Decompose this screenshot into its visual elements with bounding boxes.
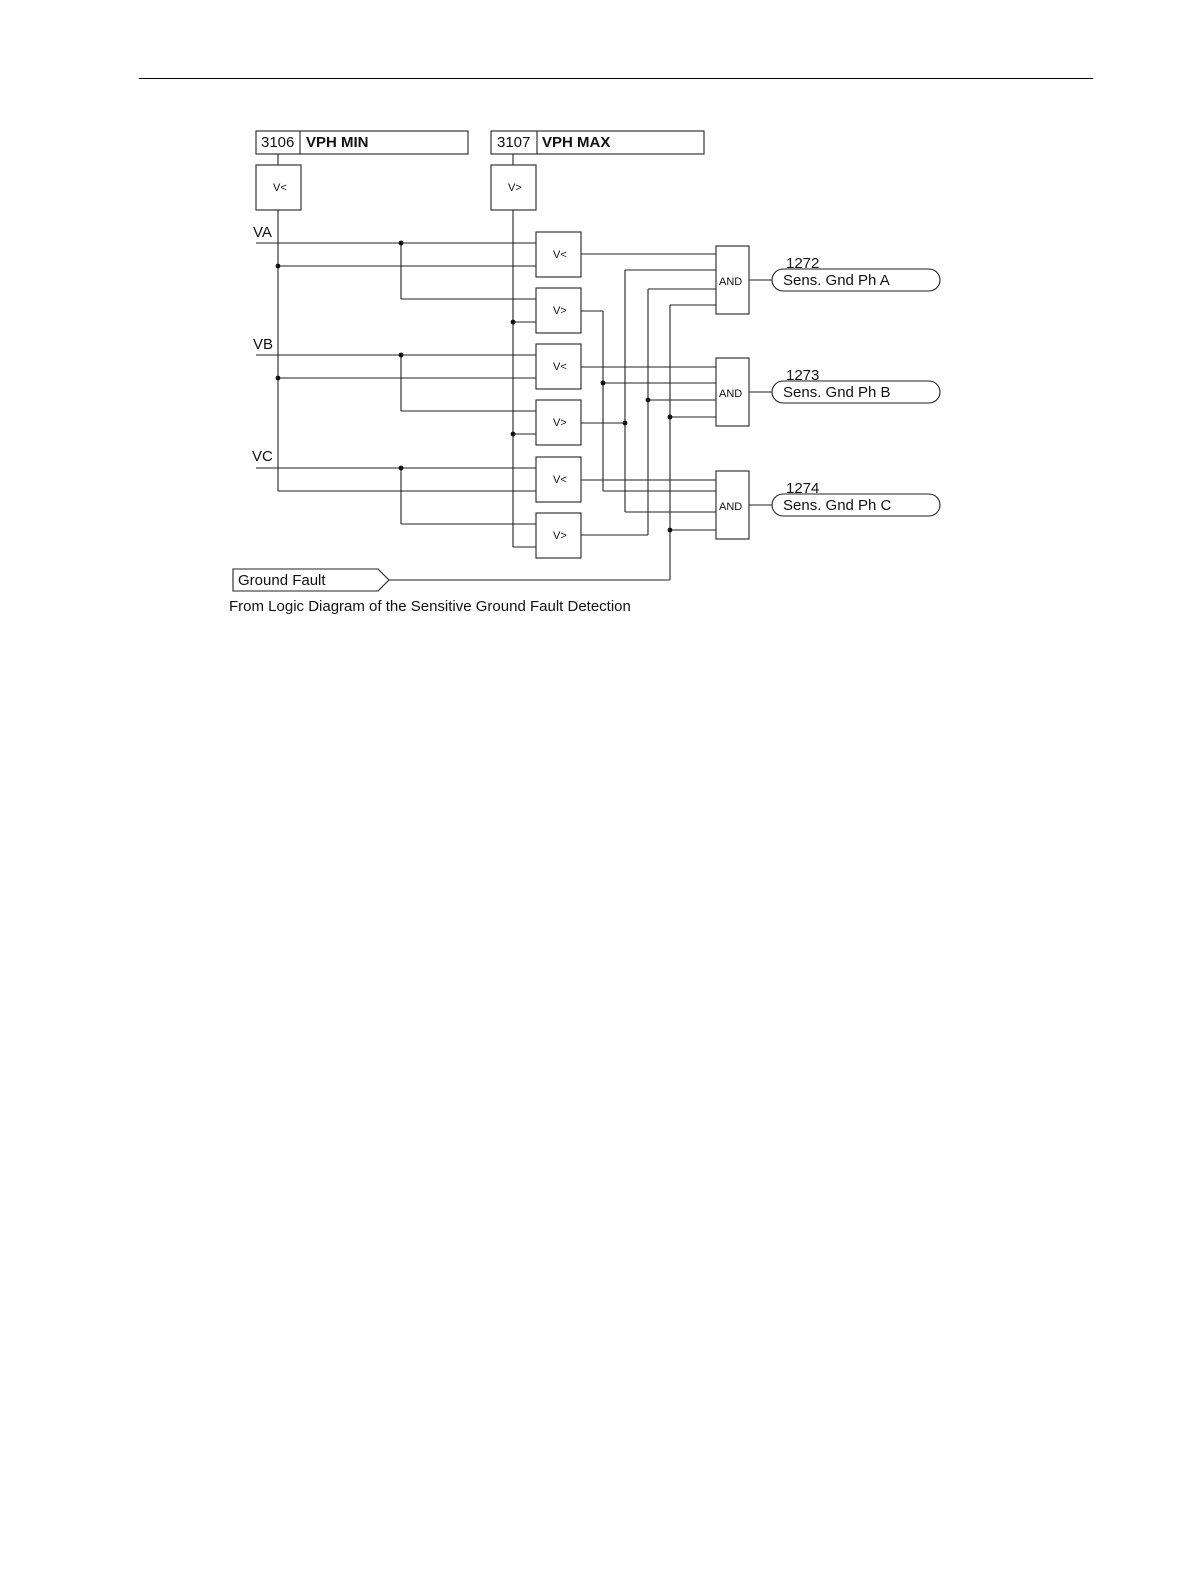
svg-text:AND: AND	[719, 501, 742, 513]
output-sens-gnd-ph-b: 1273 Sens. Gnd Ph B	[772, 367, 940, 403]
svg-text:V>: V>	[553, 305, 567, 317]
svg-text:V<: V<	[553, 361, 567, 373]
comparator-c-over: V>	[536, 513, 581, 558]
svg-text:V>: V>	[553, 530, 567, 542]
output-label: Sens. Gnd Ph B	[783, 384, 891, 401]
output-label: Sens. Gnd Ph A	[783, 272, 890, 289]
and-gate-b: AND	[716, 358, 749, 426]
input-label-vc: VC	[252, 448, 273, 465]
phase-c-wiring	[256, 466, 536, 547]
comparator-a-under: V<	[536, 232, 581, 277]
output-number: 1273	[786, 367, 819, 384]
and-gate-a: AND	[716, 246, 749, 314]
output-label: Sens. Gnd Ph C	[783, 497, 892, 514]
input-label-va: VA	[253, 224, 272, 241]
output-number: 1274	[786, 480, 819, 497]
svg-text:AND: AND	[719, 276, 742, 288]
param-label: VPH MAX	[542, 134, 610, 151]
ground-fault-label: Ground Fault	[238, 572, 326, 589]
comparator-output-wiring	[581, 254, 716, 580]
output-number: 1272	[786, 255, 819, 272]
ground-fault-source-note: From Logic Diagram of the Sensitive Grou…	[229, 598, 631, 615]
comparator-c-under: V<	[536, 457, 581, 502]
param-vph-max: 3107 VPH MAX	[491, 131, 704, 154]
comparator-a-over: V>	[536, 288, 581, 333]
svg-text:V<: V<	[553, 474, 567, 486]
phase-a-wiring	[256, 241, 536, 325]
ground-fault-input: Ground Fault	[233, 569, 670, 591]
and-gate-c: AND	[716, 471, 749, 539]
phase-b-wiring	[256, 353, 536, 437]
block-label: V<	[273, 182, 287, 194]
threshold-block-min: V<	[256, 154, 301, 210]
logic-diagram: 3106 VPH MIN 3107 VPH MAX V< V> VA VB VC	[0, 0, 1191, 640]
param-number: 3106	[261, 134, 294, 151]
svg-text:AND: AND	[719, 388, 742, 400]
param-label: VPH MIN	[306, 134, 369, 151]
svg-text:V<: V<	[553, 249, 567, 261]
svg-text:V>: V>	[553, 417, 567, 429]
threshold-block-max: V>	[491, 154, 536, 210]
output-sens-gnd-ph-a: 1272 Sens. Gnd Ph A	[772, 255, 940, 291]
comparator-b-over: V>	[536, 400, 581, 445]
output-sens-gnd-ph-c: 1274 Sens. Gnd Ph C	[772, 480, 940, 516]
comparator-b-under: V<	[536, 344, 581, 389]
input-label-vb: VB	[253, 336, 273, 353]
param-vph-min: 3106 VPH MIN	[256, 131, 468, 154]
block-label: V>	[508, 182, 522, 194]
param-number: 3107	[497, 134, 530, 151]
